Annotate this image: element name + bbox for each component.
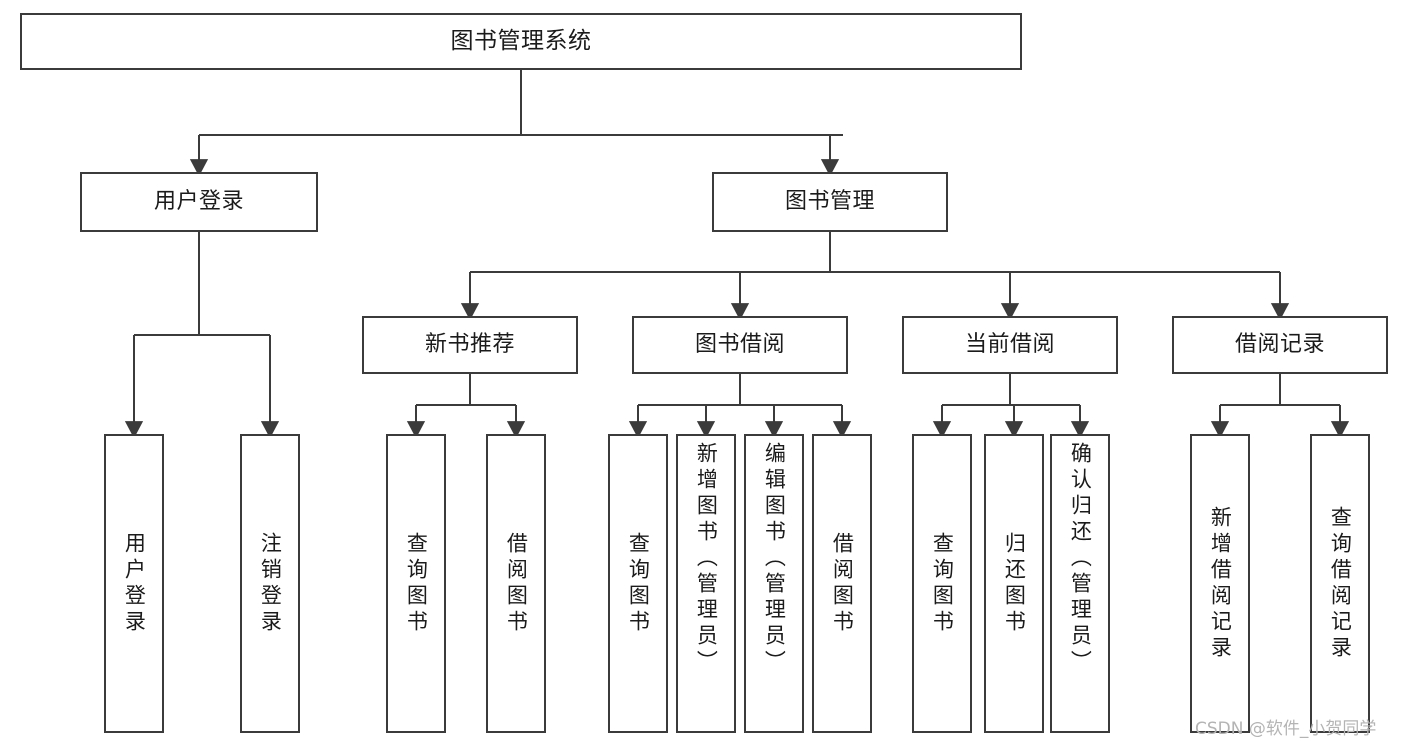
node-leaf-confirm-return-label: 确认归还（管理员） — [1068, 442, 1093, 676]
node-leaf-confirm-return[interactable]: 确认归还（管理员） — [1050, 434, 1110, 733]
node-user-login[interactable]: 用户登录 — [80, 172, 318, 232]
node-book-manage-label: 图书管理 — [784, 189, 875, 215]
node-leaf-query-record-label: 查询借阅记录 — [1328, 505, 1353, 662]
node-leaf-add-record[interactable]: 新增借阅记录 — [1190, 434, 1250, 733]
node-borrow-record[interactable]: 借阅记录 — [1172, 316, 1388, 374]
node-leaf-query-book-3[interactable]: 查询图书 — [912, 434, 972, 733]
node-book-borrow[interactable]: 图书借阅 — [632, 316, 848, 374]
node-book-manage[interactable]: 图书管理 — [712, 172, 948, 232]
node-leaf-edit-book-label: 编辑图书（管理员） — [762, 442, 787, 676]
node-borrow-record-label: 借阅记录 — [1234, 332, 1325, 358]
node-leaf-query-book-2[interactable]: 查询图书 — [608, 434, 668, 733]
node-leaf-query-book-1[interactable]: 查询图书 — [386, 434, 446, 733]
node-current-borrow[interactable]: 当前借阅 — [902, 316, 1118, 374]
node-root[interactable]: 图书管理系统 — [20, 13, 1022, 70]
node-leaf-borrow-book-2[interactable]: 借阅图书 — [812, 434, 872, 733]
node-leaf-query-record[interactable]: 查询借阅记录 — [1310, 434, 1370, 733]
node-leaf-return-book[interactable]: 归还图书 — [984, 434, 1044, 733]
node-leaf-edit-book[interactable]: 编辑图书（管理员） — [744, 434, 804, 733]
node-new-book-recommend[interactable]: 新书推荐 — [362, 316, 578, 374]
node-leaf-borrow-book-1[interactable]: 借阅图书 — [486, 434, 546, 733]
node-current-borrow-label: 当前借阅 — [964, 332, 1055, 358]
node-leaf-query-book-3-label: 查询图书 — [930, 531, 955, 636]
watermark-text: CSDN @软件_小贺同学 — [1195, 719, 1377, 739]
node-leaf-user-login-label: 用户登录 — [122, 531, 147, 636]
node-leaf-borrow-book-2-label: 借阅图书 — [830, 531, 855, 636]
node-leaf-user-login[interactable]: 用户登录 — [104, 434, 164, 733]
node-leaf-add-book[interactable]: 新增图书（管理员） — [676, 434, 736, 733]
node-leaf-query-book-1-label: 查询图书 — [404, 531, 429, 636]
node-leaf-add-record-label: 新增借阅记录 — [1208, 505, 1233, 662]
node-leaf-add-book-label: 新增图书（管理员） — [694, 442, 719, 676]
node-root-label: 图书管理系统 — [450, 27, 592, 54]
node-new-book-recommend-label: 新书推荐 — [424, 332, 515, 358]
node-leaf-query-book-2-label: 查询图书 — [626, 531, 651, 636]
node-leaf-logout-label: 注销登录 — [258, 531, 283, 636]
node-book-borrow-label: 图书借阅 — [694, 332, 785, 358]
node-leaf-borrow-book-1-label: 借阅图书 — [504, 531, 529, 636]
node-user-login-label: 用户登录 — [153, 189, 244, 215]
node-leaf-logout[interactable]: 注销登录 — [240, 434, 300, 733]
node-leaf-return-book-label: 归还图书 — [1002, 531, 1027, 636]
